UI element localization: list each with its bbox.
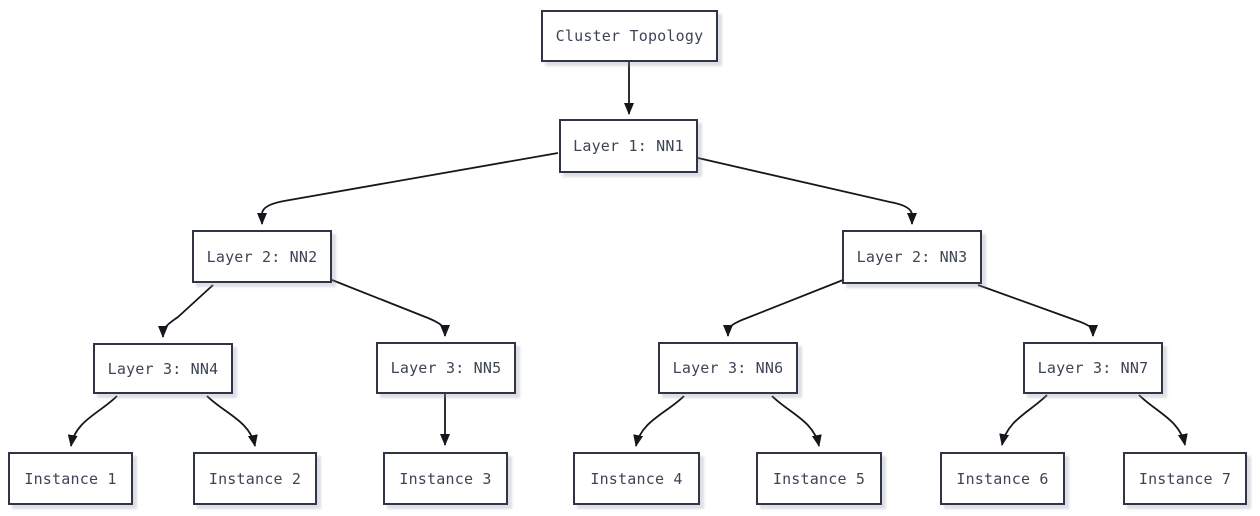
edge-nn7-to-i7 [1138,394,1188,446]
node-instance-2[interactable]: Instance 2 [193,452,317,505]
edge-nn2-to-nn4 [158,284,214,338]
edge-nn3-to-nn7 [977,284,1098,337]
node-layer3-nn4[interactable]: Layer 3: NN4 [93,343,233,394]
node-cluster-topology[interactable]: Cluster Topology [541,10,718,62]
node-layer2-nn2[interactable]: Layer 2: NN2 [192,230,332,283]
edge-nn7-to-i6 [999,394,1048,446]
edge-nn2-to-nn5 [331,279,450,337]
edge-nn3-to-nn6 [723,279,844,337]
edge-nn6-to-i4 [633,395,685,447]
edge-l1-to-nn3 [697,157,917,225]
node-layer3-nn5[interactable]: Layer 3: NN5 [376,342,516,394]
edge-nn4-to-i1 [67,395,118,447]
edge-l1-to-nn2 [257,152,559,225]
node-layer3-nn6[interactable]: Layer 3: NN6 [658,342,798,394]
node-instance-4[interactable]: Instance 4 [573,452,700,505]
node-instance-3[interactable]: Instance 3 [383,452,508,505]
node-layer2-nn3[interactable]: Layer 2: NN3 [842,230,982,284]
node-layer1-nn1[interactable]: Layer 1: NN1 [559,119,698,173]
node-instance-7[interactable]: Instance 7 [1123,452,1247,505]
node-instance-5[interactable]: Instance 5 [756,452,882,505]
edge-nn6-to-i5 [771,395,822,447]
edge-nn4-to-i2 [206,395,258,447]
node-instance-6[interactable]: Instance 6 [940,452,1065,505]
node-instance-1[interactable]: Instance 1 [8,452,133,505]
node-layer3-nn7[interactable]: Layer 3: NN7 [1023,342,1163,394]
